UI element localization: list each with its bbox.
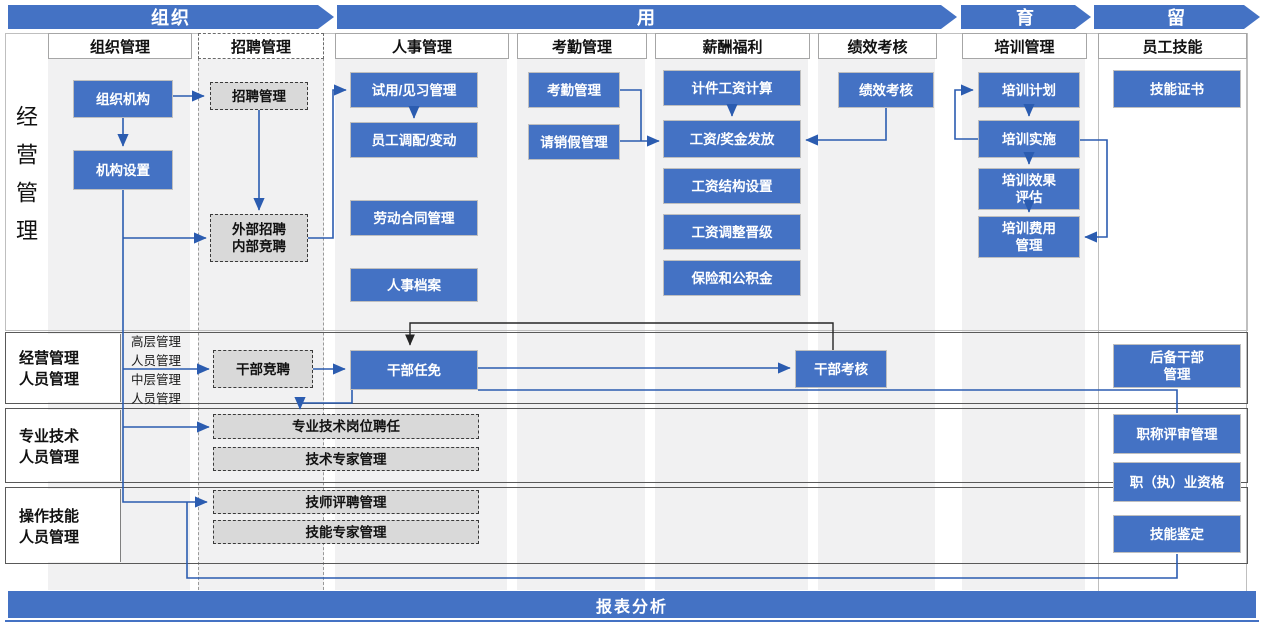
phase-label: 育 [1016,8,1036,28]
node-ext-int-recruit: 外部招聘 内部竞聘 [210,214,308,262]
node-recruit-mgmt: 招聘管理 [210,82,308,110]
phase-label: 组织 [151,8,191,28]
node-cadre-compete: 干部竞聘 [213,350,313,388]
phase-arrow-use: 用 [337,5,957,29]
node-salary-adjust: 工资调整晋级 [663,214,801,250]
column-header-skills: 员工技能 [1098,33,1247,59]
node-cadre-appoint: 干部任免 [350,350,478,390]
node-salary-pay: 工资/奖金发放 [663,120,801,158]
node-probation: 试用/见习管理 [350,72,478,108]
node-skill-cert: 技能证书 [1113,70,1241,108]
phase-arrow-retain: 留 [1094,5,1260,29]
column-header-personnel: 人事管理 [335,33,509,59]
node-technician-hire: 技师评聘管理 [213,490,479,514]
column-header-training: 培训管理 [962,33,1087,59]
node-transfer: 员工调配/变动 [350,122,478,158]
node-cadre-appraisal: 干部考核 [795,350,887,388]
node-reserve-cadre: 后备干部 管理 [1113,344,1241,388]
row-band-operation-skill-personnel: 操作技能 人员管理 [5,487,1248,564]
side-label-business-management: 经营管理 [13,105,38,257]
row-label-management-personnel: 经营管理 人员管理 [7,334,121,402]
phase-arrow-develop: 育 [961,5,1091,29]
row-label-professional-personnel: 专业技术 人员管理 [7,410,121,481]
node-piece-wage: 计件工资计算 [663,70,801,106]
phase-label: 留 [1167,8,1187,28]
column-header-performance: 绩效考核 [818,33,937,59]
node-training-eval: 培训效果 评估 [978,168,1080,210]
node-personnel-files: 人事档案 [350,268,478,302]
node-training-cost: 培训费用 管理 [978,216,1080,258]
management-levels-note: 高层管理 人员管理 中层管理 人员管理 [131,335,182,406]
node-leave: 请销假管理 [528,124,620,160]
node-prof-qualification: 职（执）业资格 [1113,462,1241,502]
node-insurance: 保险和公积金 [663,260,801,296]
node-org-structure: 组织机构 [73,80,173,118]
node-title-review: 职称评审管理 [1113,414,1241,454]
node-labor-contract: 劳动合同管理 [350,200,478,236]
node-training-impl: 培训实施 [978,120,1080,158]
bottom-border-line [5,620,1259,622]
phase-label: 用 [637,8,657,28]
node-skill-assess: 技能鉴定 [1113,515,1241,553]
column-header-attendance: 考勤管理 [517,33,647,59]
column-header-recruitment: 招聘管理 [198,33,324,59]
row-label-operation-skill-personnel: 操作技能 人员管理 [7,489,121,562]
column-header-salary: 薪酬福利 [655,33,810,59]
node-attendance: 考勤管理 [528,72,620,108]
row-band-professional-personnel: 专业技术 人员管理 [5,408,1248,483]
node-pro-post-hire: 专业技术岗位聘任 [213,414,479,439]
node-tech-expert: 技术专家管理 [213,447,479,471]
node-org-setup: 机构设置 [73,150,173,190]
bottom-bar-report-analysis: 报表分析 [8,591,1256,618]
phase-arrow-organize: 组织 [8,5,334,29]
column-header-organization: 组织管理 [48,33,192,59]
node-salary-structure: 工资结构设置 [663,168,801,204]
node-perf-appraisal: 绩效考核 [838,72,934,108]
node-training-plan: 培训计划 [978,72,1080,108]
node-skill-expert: 技能专家管理 [213,520,479,544]
